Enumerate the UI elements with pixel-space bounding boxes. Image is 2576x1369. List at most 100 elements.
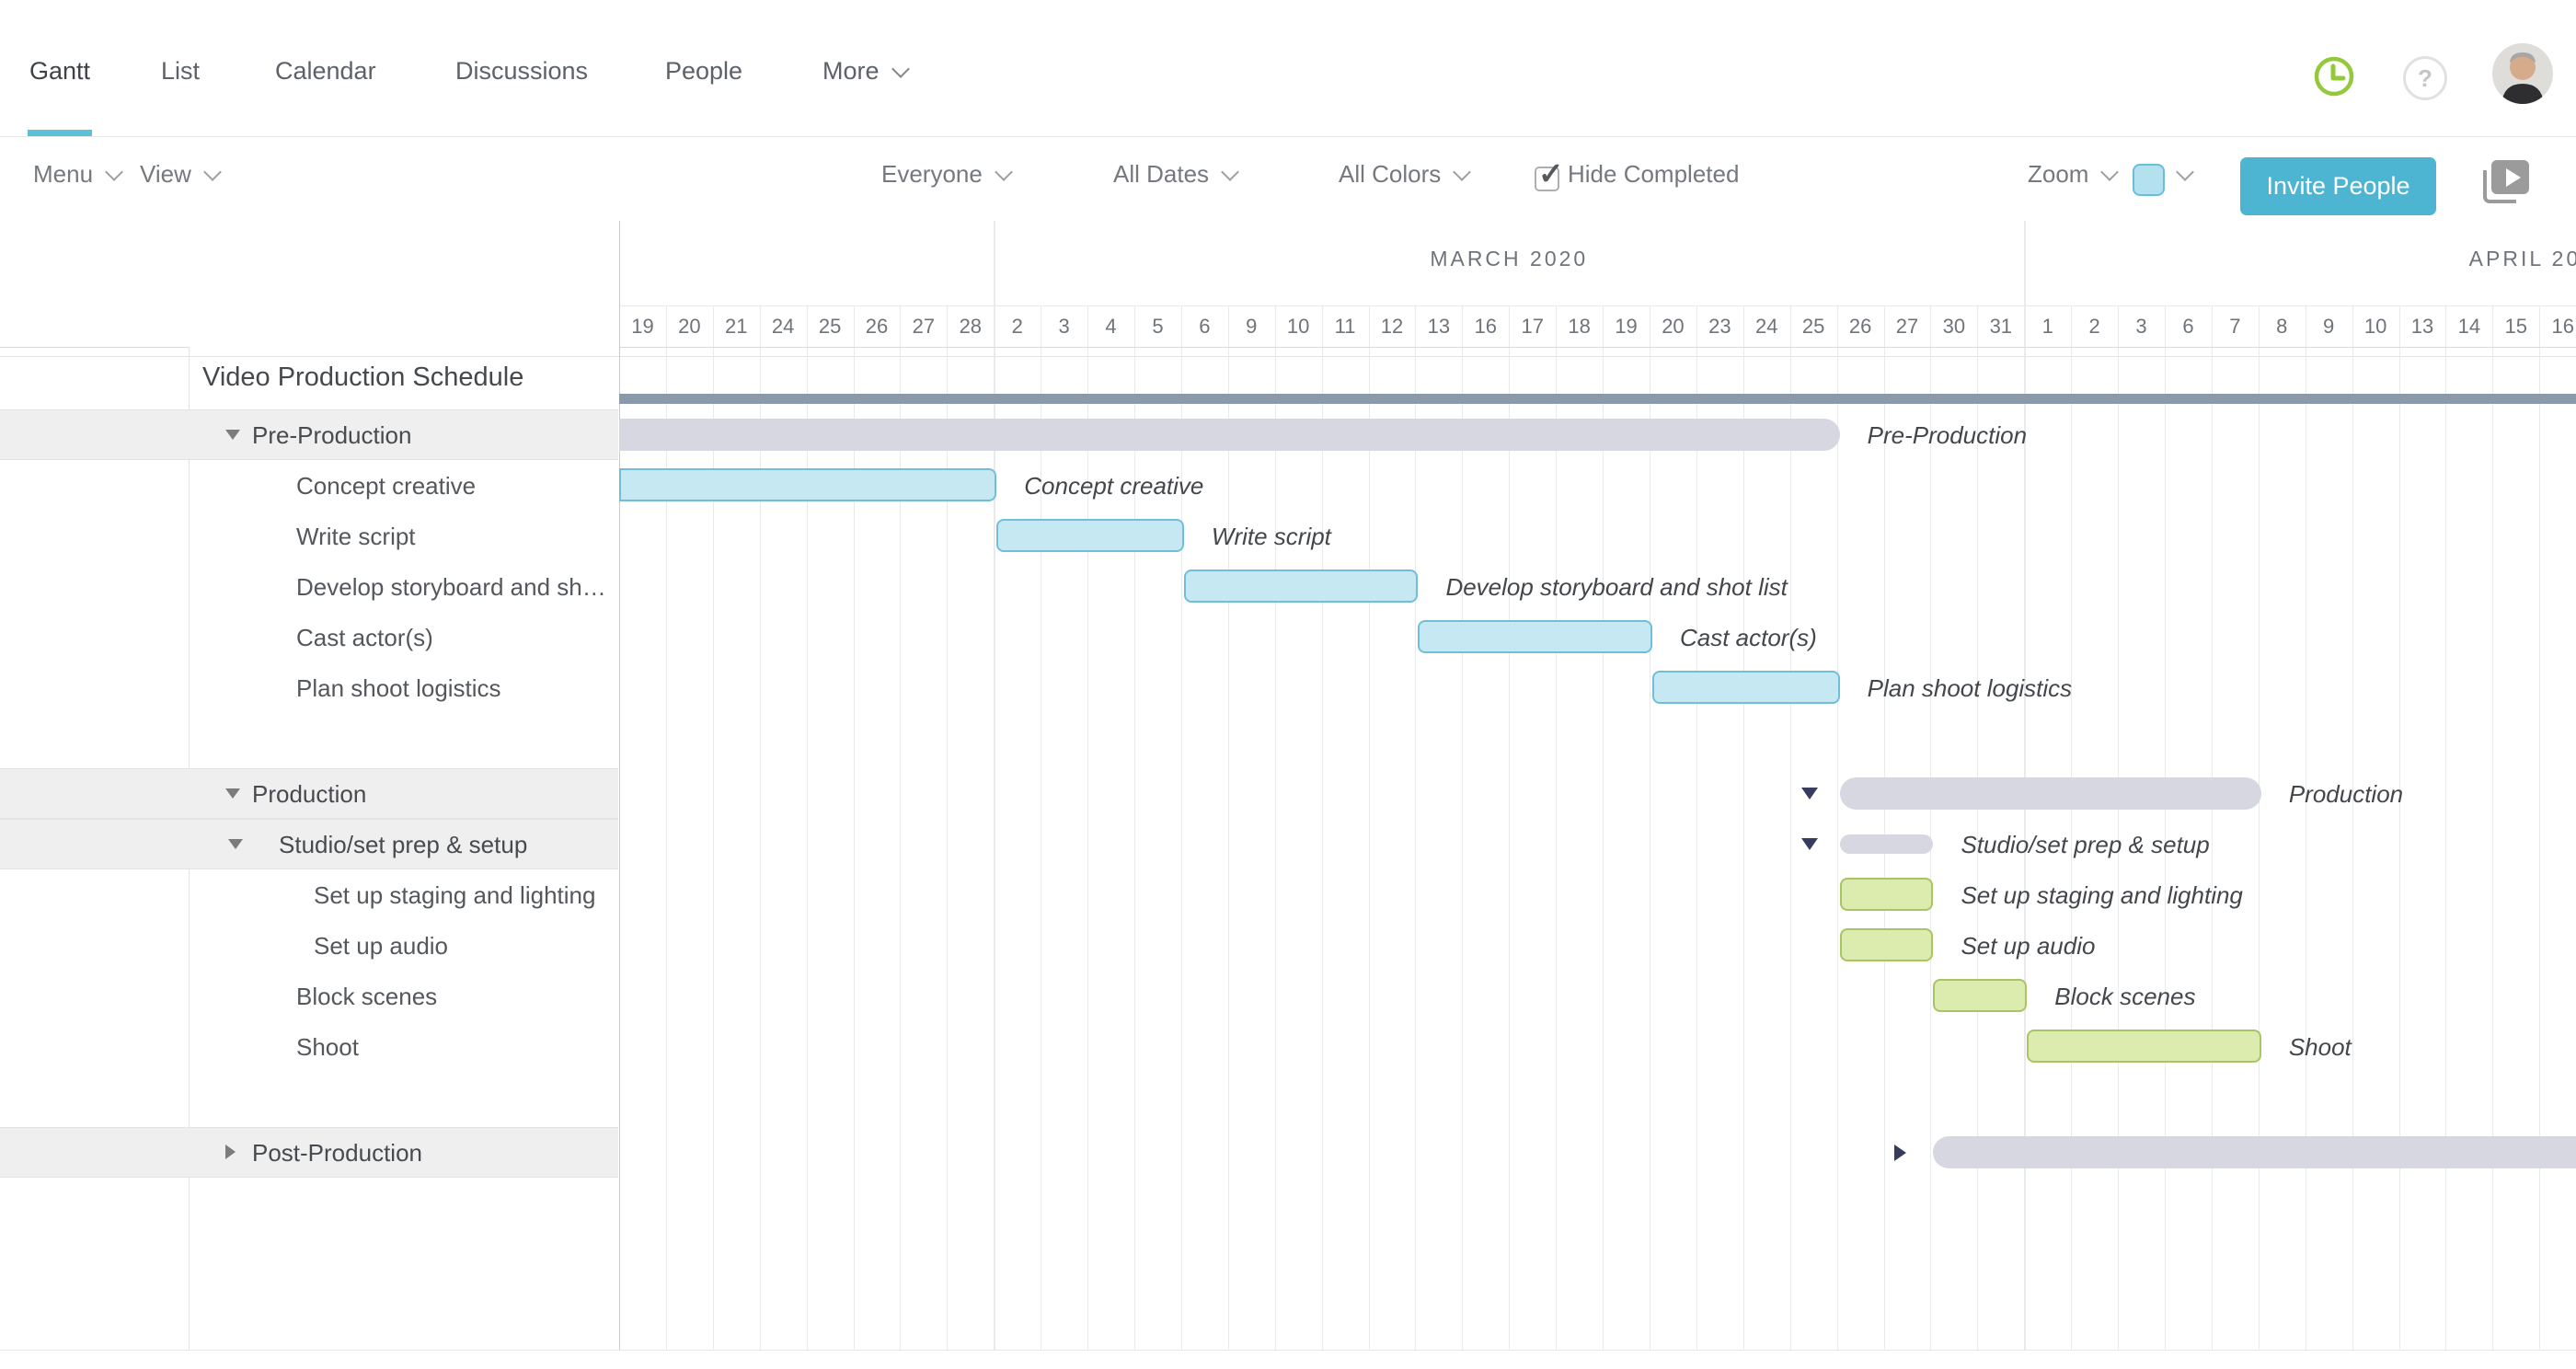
tab-calendar[interactable]: Calendar xyxy=(275,57,376,85)
avatar-photo xyxy=(2492,43,2553,104)
invite-people-button[interactable]: Invite People xyxy=(2240,157,2436,215)
gantt-bar-write-script[interactable] xyxy=(996,519,1184,552)
chevron-down-icon xyxy=(1221,163,1239,181)
tab-discussions[interactable]: Discussions xyxy=(455,57,589,85)
gridline xyxy=(759,305,761,1350)
dates-filter-dropdown[interactable]: All Dates xyxy=(1113,160,1239,189)
avatar[interactable] xyxy=(2492,43,2553,104)
help-icon[interactable]: ? xyxy=(2403,56,2447,100)
group-list-item-post-production[interactable]: Post-Production xyxy=(252,1139,422,1167)
gantt-bar-set-up-audio[interactable] xyxy=(1839,928,1934,961)
gantt-bar-block-scenes[interactable] xyxy=(1933,979,2028,1012)
top-nav: Gantt List Calendar Discussions People More ? xyxy=(0,0,2576,137)
gantt-bar-shoot[interactable] xyxy=(2027,1030,2261,1063)
gridline xyxy=(994,221,996,1350)
video-tutorial-icon[interactable] xyxy=(2483,160,2533,204)
collapse-toggle[interactable] xyxy=(225,430,240,440)
tab-people[interactable]: People xyxy=(665,57,743,85)
gridline xyxy=(1227,305,1229,1350)
group-row-band xyxy=(0,409,618,460)
gantt-bar-cast-actor-s[interactable] xyxy=(1418,620,1652,653)
tab-gantt[interactable]: Gantt xyxy=(29,57,91,85)
gridline xyxy=(1087,305,1089,1350)
expand-toggle[interactable] xyxy=(225,1145,236,1159)
group-list-item-pre-production[interactable]: Pre-Production xyxy=(252,421,412,449)
chart-collapse-toggle[interactable] xyxy=(1800,838,1818,850)
gridline xyxy=(1133,305,1135,1350)
hide-completed-checkbox[interactable]: ✓ xyxy=(1535,156,1564,191)
gantt-bar-concept-creative[interactable] xyxy=(619,468,997,501)
gantt-bar-video-production-schedule[interactable] xyxy=(619,394,2576,404)
dates-bottom-divider xyxy=(619,347,2576,348)
gantt-bar-post-production[interactable] xyxy=(1933,1136,2576,1168)
tab-list[interactable]: List xyxy=(161,57,201,85)
grid-bottom-divider xyxy=(0,1350,2576,1351)
active-tab-underline xyxy=(28,130,92,137)
gridline xyxy=(1789,305,1791,1350)
chevron-down-icon xyxy=(891,60,910,78)
date-cell: 27 xyxy=(1895,315,1919,338)
task-list-item-shoot[interactable]: Shoot xyxy=(296,1033,359,1061)
dates-top-divider xyxy=(619,305,2576,306)
date-cell: 23 xyxy=(1708,315,1731,338)
chevron-down-icon xyxy=(2176,163,2194,181)
date-cell: 15 xyxy=(2504,315,2528,338)
swatch-dropdown[interactable] xyxy=(2176,160,2194,189)
date-cell: 3 xyxy=(2135,315,2147,338)
gridline xyxy=(947,305,949,1350)
group-list-item-studio-set-prep-setup[interactable]: Studio/set prep & setup xyxy=(279,831,528,858)
date-cell: 2 xyxy=(2088,315,2100,338)
colors-filter-dropdown[interactable]: All Colors xyxy=(1339,160,1472,189)
tab-more[interactable]: More xyxy=(822,57,910,86)
task-pane-divider xyxy=(619,221,620,1350)
gantt-bar-set-up-staging-and-lighting[interactable] xyxy=(1839,878,1934,911)
date-cell: 17 xyxy=(1521,315,1544,338)
stacked-page-shape xyxy=(2483,170,2516,203)
color-swatch[interactable] xyxy=(2133,164,2165,196)
gantt-bar-studio-set-prep-setup[interactable] xyxy=(1839,834,1934,854)
zoom-dropdown[interactable]: Zoom xyxy=(2028,160,2120,189)
people-filter-dropdown[interactable]: Everyone xyxy=(881,160,1013,189)
collapse-toggle[interactable] xyxy=(225,788,240,799)
gridline xyxy=(1836,305,1838,1350)
gantt-bar-production[interactable] xyxy=(1839,777,2261,810)
gantt-bar-pre-production[interactable] xyxy=(619,419,1840,451)
time-tracking-clock-icon[interactable] xyxy=(2313,55,2355,98)
date-cell: 9 xyxy=(2323,315,2335,338)
date-cell: 16 xyxy=(2551,315,2574,338)
task-list-item-block-scenes[interactable]: Block scenes xyxy=(296,983,438,1010)
date-cell: 24 xyxy=(771,315,795,338)
collapse-toggle[interactable] xyxy=(228,839,243,849)
task-list-item-set-up-staging-and-lighting[interactable]: Set up staging and lighting xyxy=(314,881,596,909)
gantt-bar-develop-storyboard-and-sh[interactable] xyxy=(1183,569,1419,603)
date-cell: 10 xyxy=(2363,315,2387,338)
gridline xyxy=(1462,305,1464,1350)
date-cell: 31 xyxy=(1989,315,2013,338)
menu-dropdown[interactable]: Menu xyxy=(33,160,123,189)
task-list-item-concept-creative[interactable]: Concept creative xyxy=(296,472,477,500)
task-list-item-write-script[interactable]: Write script xyxy=(296,523,416,550)
group-row-band xyxy=(0,1127,618,1178)
gridline xyxy=(1742,305,1744,1350)
gantt-toolbar: Menu View Everyone All Dates All Colors … xyxy=(0,137,2576,357)
group-list-item-production[interactable]: Production xyxy=(252,780,367,808)
bar-label: Block scenes xyxy=(2054,983,2196,1010)
date-cell: 13 xyxy=(2410,315,2434,338)
date-cell: 14 xyxy=(2457,315,2481,338)
month-label: APRIL 2020 xyxy=(2468,247,2576,270)
chart-expand-toggle[interactable] xyxy=(1894,1145,1907,1161)
chart-collapse-toggle[interactable] xyxy=(1800,788,1818,800)
task-list-item-plan-shoot-logistics[interactable]: Plan shoot logistics xyxy=(296,674,501,702)
task-list-item-set-up-audio[interactable]: Set up audio xyxy=(314,932,449,960)
view-dropdown[interactable]: View xyxy=(140,160,222,189)
nav-divider xyxy=(0,136,2576,137)
gantt-bar-plan-shoot-logistics[interactable] xyxy=(1651,671,1840,704)
gridline xyxy=(806,305,808,1350)
gridline xyxy=(1415,305,1417,1350)
bar-label: Shoot xyxy=(2288,1033,2352,1061)
bar-label: Production xyxy=(2288,780,2404,808)
task-list-item-cast-actor-s[interactable]: Cast actor(s) xyxy=(296,624,433,651)
gridline xyxy=(2445,305,2447,1350)
task-list-item-develop-storyboard-and-sh[interactable]: Develop storyboard and sh… xyxy=(296,573,606,601)
